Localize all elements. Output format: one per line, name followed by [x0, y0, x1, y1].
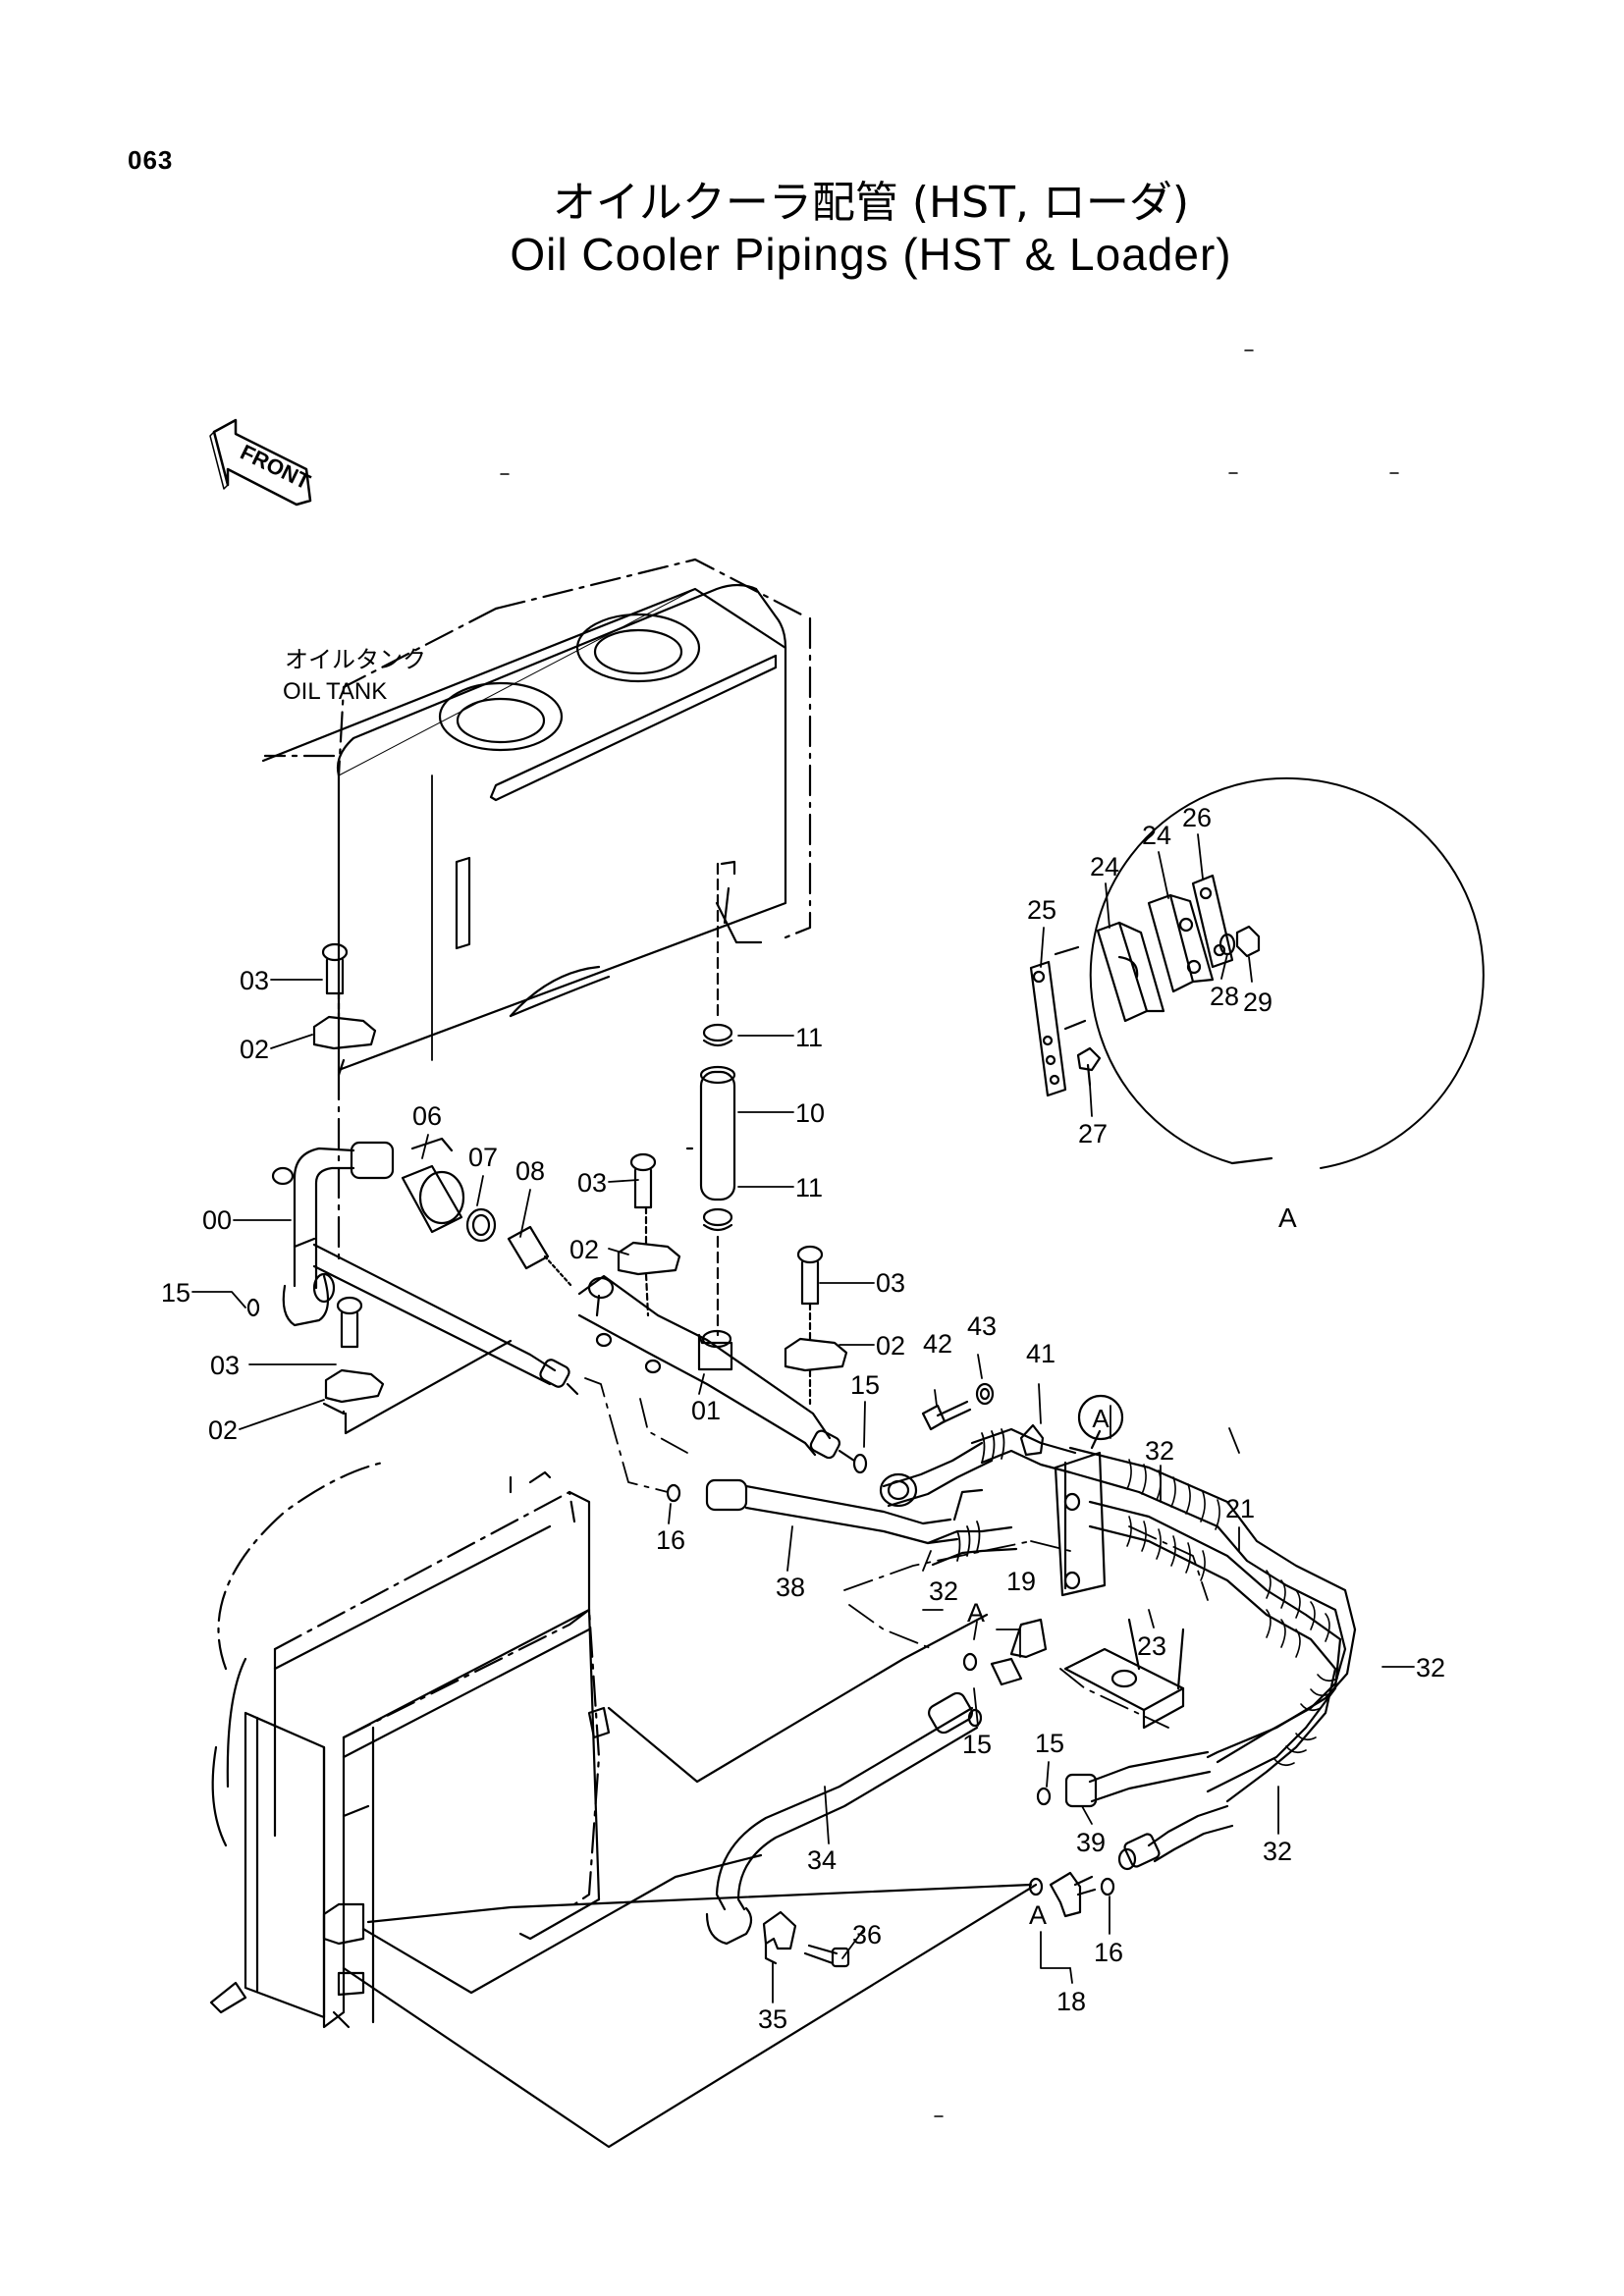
- callout-11: 11: [795, 1173, 823, 1202]
- callout-03: 03: [210, 1351, 240, 1380]
- callout-34: 34: [807, 1845, 837, 1875]
- callout-15: 15: [1035, 1729, 1064, 1758]
- callout-07: 07: [468, 1143, 498, 1172]
- callout-32: 32: [1416, 1653, 1445, 1682]
- callout-21: 21: [1225, 1494, 1255, 1523]
- callout-15: 15: [161, 1278, 190, 1308]
- bracket-41: [1019, 1423, 1107, 1597]
- callout-labels: 03 02 00 15 03 02 06 07 08 11 10 11 03 0…: [161, 803, 1445, 2034]
- pipe-34: [705, 1691, 979, 1946]
- callout-28: 28: [1210, 982, 1239, 1011]
- callout-26: 26: [1182, 803, 1212, 832]
- detail-label: A: [1278, 1202, 1297, 1233]
- callout-42: 42: [923, 1329, 952, 1359]
- callout-16: 16: [1094, 1938, 1123, 1967]
- callout-02: 02: [876, 1331, 905, 1361]
- callout-06: 06: [412, 1101, 442, 1131]
- hose-32-upper: [879, 1427, 1357, 1871]
- callout-02: 02: [208, 1415, 238, 1445]
- callout-03: 03: [577, 1168, 607, 1198]
- pipe-38: [705, 1478, 984, 1545]
- callout-27: 27: [1078, 1119, 1108, 1148]
- front-arrow-icon: FRONT: [209, 418, 315, 507]
- callout-11: 11: [795, 1023, 823, 1052]
- page-number: 063: [128, 145, 174, 175]
- callout-29: 29: [1243, 988, 1272, 1017]
- callout-18: 18: [1056, 1987, 1086, 2016]
- callout-15: 15: [850, 1370, 880, 1400]
- callout-16: 16: [656, 1525, 685, 1555]
- callout-41: 41: [1026, 1339, 1056, 1368]
- tank-label-en: OIL TANK: [283, 678, 387, 705]
- callout-15: 15: [962, 1730, 992, 1759]
- callout-43: 43: [967, 1311, 997, 1341]
- callout-36: 36: [852, 1920, 882, 1949]
- tank-label-jp: オイルタンク: [285, 647, 426, 673]
- frame-dashed: [843, 1525, 1209, 1729]
- elbow-18: [1049, 1871, 1097, 1918]
- front-label: FRONT: [237, 440, 315, 495]
- clamp-35-bolt-36: [762, 1910, 850, 1968]
- fitting-06-08: [401, 1137, 573, 1288]
- callout-25: 25: [1027, 895, 1056, 925]
- callout-10: 10: [795, 1098, 825, 1128]
- callout-19: 19: [1006, 1567, 1036, 1596]
- callout-02: 02: [569, 1235, 599, 1264]
- callout-32: 32: [1263, 1837, 1292, 1866]
- oil-tank: [261, 558, 812, 1150]
- title-japanese: オイルクーラ配管 (HST, ローダ): [552, 178, 1190, 228]
- callout-39: 39: [1076, 1828, 1106, 1857]
- callout-24: 24: [1142, 821, 1171, 850]
- scan-marks: [500, 349, 1399, 2117]
- tee-pipe-01: [577, 1274, 856, 1463]
- callout-38: 38: [776, 1573, 805, 1602]
- title-english: Oil Cooler Pipings (HST & Loader): [510, 229, 1232, 280]
- callout-03: 03: [876, 1268, 905, 1298]
- callout-08: 08: [515, 1156, 545, 1186]
- callout-32: 32: [929, 1576, 958, 1606]
- callout-00: 00: [202, 1205, 232, 1235]
- callout-03: 03: [240, 966, 269, 995]
- hose-10: [699, 862, 736, 1337]
- detail-view-a: A: [1029, 777, 1485, 1233]
- callout-A: A: [1029, 1900, 1047, 1930]
- callout-24: 24: [1090, 852, 1119, 881]
- leader-lines: [191, 833, 1415, 2003]
- base-plate: [1063, 1618, 1185, 1730]
- oil-cooler: [209, 1461, 1038, 2149]
- callout-23: 23: [1137, 1631, 1166, 1661]
- bolt-clamp-03-02-right: [784, 1245, 848, 1406]
- callout-32: 32: [1145, 1436, 1174, 1466]
- callout-a-bubble: A: [1077, 1394, 1124, 1441]
- bolt-clamp-03-02-mid: [617, 1152, 681, 1317]
- callout-a-label: A: [1092, 1404, 1110, 1433]
- callout-01: 01: [691, 1396, 721, 1425]
- o-rings: [246, 1298, 1115, 1896]
- leader-dashed-lines: [584, 1377, 688, 1493]
- bolt-clamp-03-02-left: [312, 942, 513, 1435]
- pipe-00: [271, 1068, 579, 1396]
- callout-02: 02: [240, 1035, 269, 1064]
- callout-35: 35: [758, 2004, 787, 2034]
- callout-A: A: [967, 1598, 985, 1628]
- bolt-42-washer-43: [921, 1382, 995, 1431]
